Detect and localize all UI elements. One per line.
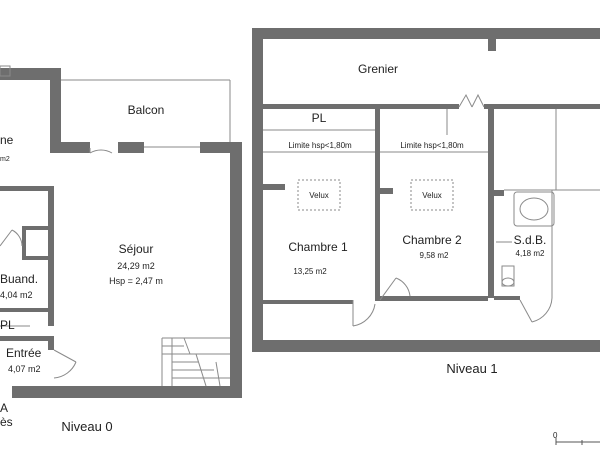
- balcon-label: Balcon: [127, 103, 165, 117]
- chambre1-area: 13,25 m2: [293, 267, 327, 276]
- grenier-label: Grenier: [357, 62, 399, 76]
- buanderie-area: 4,04 m2: [0, 290, 33, 300]
- chambre1-label: Chambre 1: [288, 240, 348, 254]
- entree-label: Entrée: [6, 346, 42, 360]
- level1-thin-lines: [263, 93, 600, 327]
- entree-area: 4,07 m2: [8, 364, 41, 374]
- sdb-label: S.d.B.: [513, 233, 547, 247]
- access-label-line1: A: [0, 401, 9, 415]
- chambre2-velux: Velux: [422, 191, 442, 200]
- sejour-area: 24,29 m2: [117, 261, 155, 271]
- buanderie-label: Buand.: [0, 272, 39, 286]
- level0-walls: [0, 68, 242, 398]
- scale-zero-label: 0: [553, 431, 558, 440]
- access-label-line2: ès: [0, 415, 13, 429]
- sejour-label: Séjour: [118, 242, 154, 256]
- placard-label-level1: PL: [311, 111, 327, 125]
- cuisine-area: m2: [0, 156, 10, 163]
- cuisine-label: ne: [0, 133, 14, 147]
- chambre1-limit: Limite hsp<1,80m: [288, 141, 352, 150]
- level0-title: Niveau 0: [61, 419, 113, 434]
- sdb-area: 4,18 m2: [515, 249, 545, 258]
- staircase: [161, 337, 230, 387]
- chambre1-velux: Velux: [309, 191, 329, 200]
- level1-title: Niveau 1: [446, 361, 498, 376]
- sejour-height: Hsp = 2,47 m: [109, 276, 163, 286]
- chambre2-area: 9,58 m2: [419, 251, 449, 260]
- level0-thin-lines: [0, 65, 231, 387]
- scale-bar: [555, 438, 600, 445]
- chambre2-label: Chambre 2: [402, 233, 462, 247]
- placard-label-level0: PL: [0, 318, 15, 332]
- chambre2-limit: Limite hsp<1,80m: [400, 141, 464, 150]
- level1-walls: [252, 28, 600, 352]
